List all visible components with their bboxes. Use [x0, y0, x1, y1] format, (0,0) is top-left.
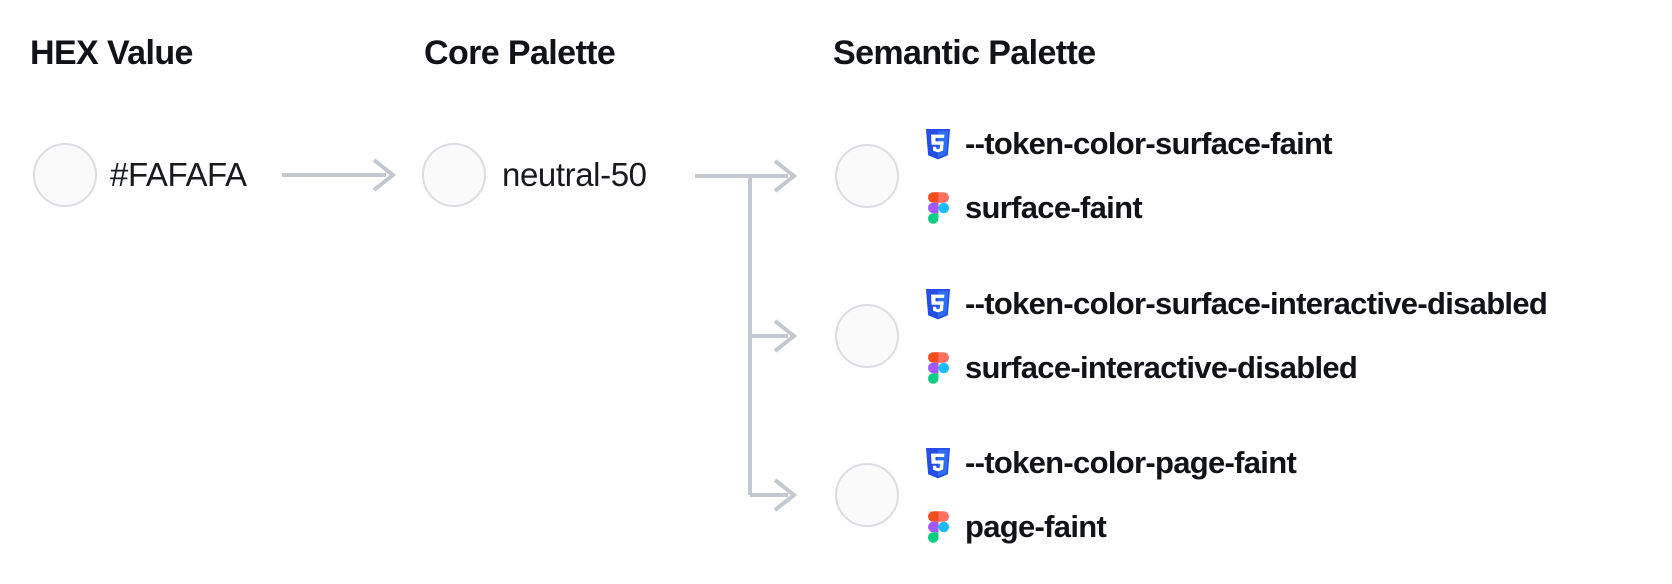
css3-shield-icon — [925, 128, 951, 160]
core-palette-label: neutral-50 — [502, 156, 647, 193]
css-token-label: --token-color-surface-faint — [965, 126, 1333, 161]
figma-logo-icon — [925, 352, 951, 384]
css3-shield-icon — [925, 288, 951, 320]
figma-name-label: surface-interactive-disabled — [965, 350, 1358, 385]
figma-name-label: page-faint — [965, 509, 1107, 544]
semantic-color-swatch — [835, 463, 899, 527]
semantic-color-swatch — [835, 144, 899, 208]
hex-color-swatch — [33, 143, 97, 207]
hex-value-node: #FAFAFA — [33, 143, 247, 207]
css-token-row: --token-color-page-faint — [925, 445, 1297, 481]
css3-shield-icon — [925, 447, 951, 479]
semantic-entry-surface-faint: --token-color-surface-faint surface-fain… — [835, 126, 1333, 226]
figma-name-row: page-faint — [925, 509, 1296, 545]
css-token-row: --token-color-surface-faint — [925, 126, 1333, 162]
figma-name-row: surface-faint — [925, 190, 1332, 226]
hex-value-header: HEX Value — [30, 34, 193, 72]
arrow-core-to-semantic-1 — [695, 159, 798, 193]
arrow-branch-to-semantic-2 — [750, 319, 798, 353]
figma-logo-icon — [925, 511, 951, 543]
css-token-label: --token-color-surface-interactive-disabl… — [965, 286, 1548, 321]
css-token-row: --token-color-surface-interactive-disabl… — [925, 286, 1548, 322]
semantic-entry-page-faint: --token-color-page-faint page-faint — [835, 445, 1297, 545]
semantic-palette-header: Semantic Palette — [833, 34, 1096, 72]
css-token-label: --token-color-page-faint — [965, 445, 1297, 480]
core-palette-node: neutral-50 — [422, 143, 647, 207]
core-color-swatch — [422, 143, 486, 207]
semantic-entry-surface-interactive-disabled: --token-color-surface-interactive-disabl… — [835, 286, 1548, 386]
hex-value-label: #FAFAFA — [110, 156, 247, 193]
arrow-hex-to-core — [282, 158, 397, 192]
core-palette-header: Core Palette — [424, 34, 616, 72]
figma-logo-icon — [925, 192, 951, 224]
arrow-branch-to-semantic-3 — [750, 478, 798, 512]
figma-name-label: surface-faint — [965, 190, 1143, 225]
figma-name-row: surface-interactive-disabled — [925, 350, 1547, 386]
semantic-color-swatch — [835, 304, 899, 368]
